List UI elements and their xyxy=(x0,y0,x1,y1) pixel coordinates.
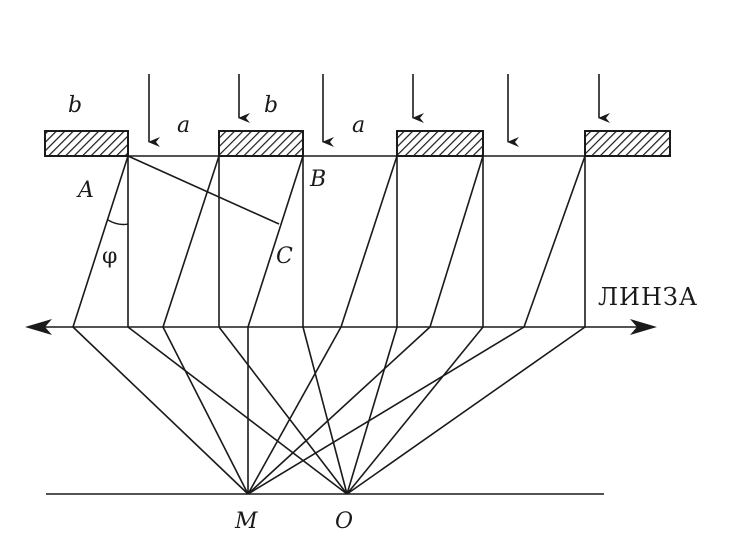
label-point-M: M xyxy=(234,509,258,534)
label-point-O: O xyxy=(335,509,353,534)
lens-label: ЛИНЗА xyxy=(598,283,698,311)
label-point-C: C xyxy=(276,244,293,269)
diffracted-rays xyxy=(72,155,586,328)
grating-strip xyxy=(396,130,484,157)
path-difference-line xyxy=(127,155,280,225)
grating-strip xyxy=(44,130,129,157)
grating-strip xyxy=(218,130,304,157)
rays-to-O xyxy=(127,326,586,495)
label-b-left: b xyxy=(68,93,82,118)
lens-right-arrowhead xyxy=(630,319,657,335)
rays-to-M xyxy=(72,326,525,495)
label-b-middle: b xyxy=(264,93,278,118)
label-point-B: B xyxy=(309,167,326,192)
grating-strip xyxy=(584,130,671,157)
lens-left-arrowhead xyxy=(25,319,52,335)
angle-phi-arc xyxy=(107,219,129,226)
straight-rays xyxy=(127,156,586,327)
label-point-A: A xyxy=(76,178,94,203)
label-a-second: a xyxy=(352,113,365,138)
label-angle-phi: φ xyxy=(102,244,117,269)
incident-light-arrows xyxy=(148,74,610,147)
label-a-first: a xyxy=(177,113,190,138)
